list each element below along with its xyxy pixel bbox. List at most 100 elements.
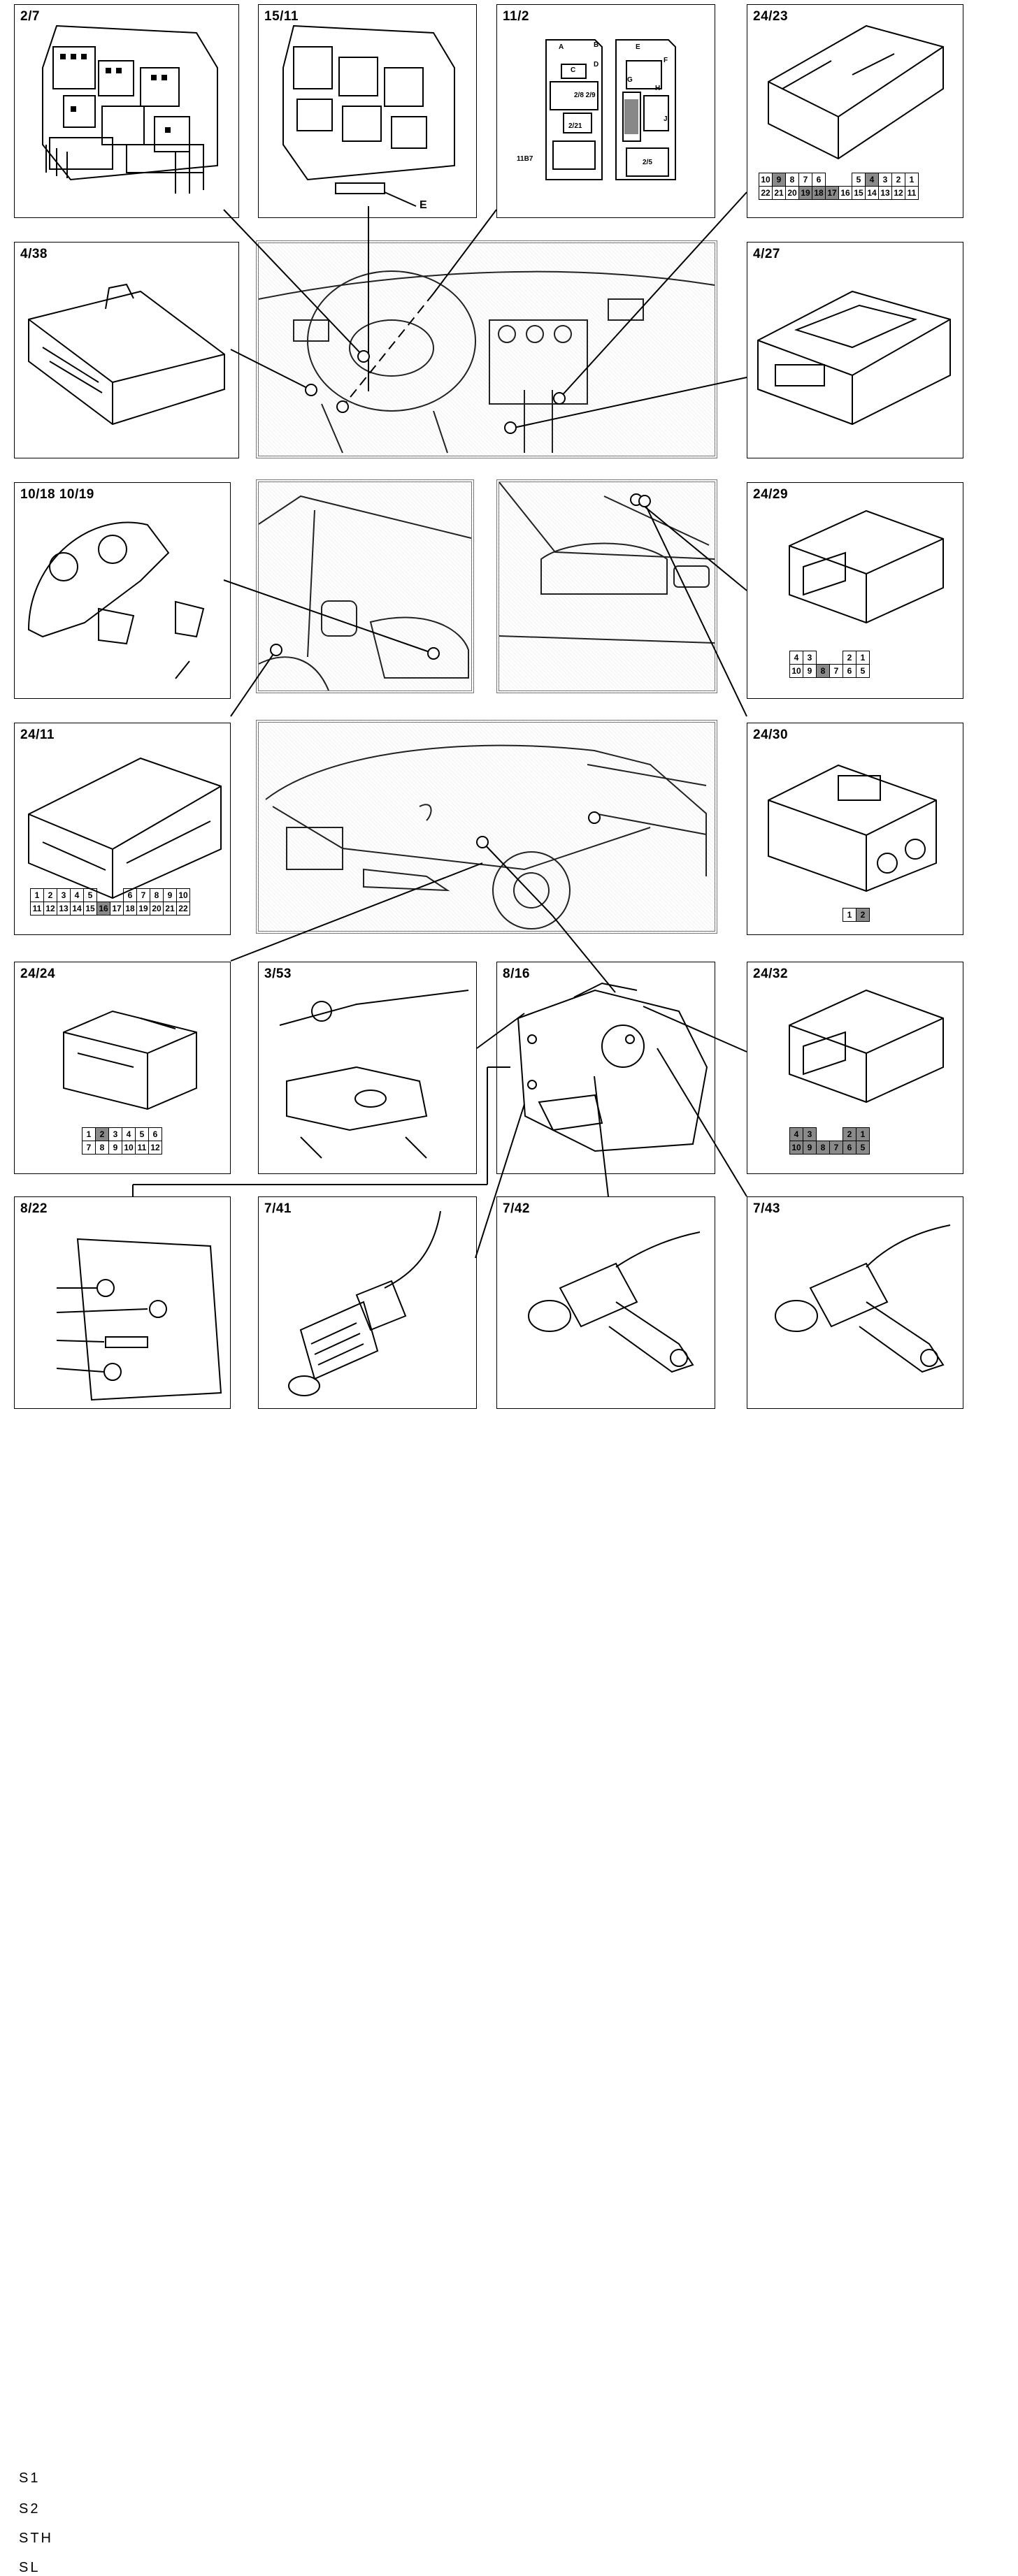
panel-8-16: 8/16 bbox=[496, 962, 715, 1174]
panel-label: 11/2 bbox=[503, 9, 529, 24]
fuse-box-drawing bbox=[545, 39, 676, 180]
pin-cell: 2 bbox=[95, 1127, 109, 1141]
fuse-label-2-21: 2/21 bbox=[568, 122, 582, 130]
solenoid-label-s2: S2 bbox=[19, 2501, 41, 2517]
connector-24-11-drawing bbox=[28, 757, 222, 899]
fuse-label-b: B bbox=[594, 41, 599, 49]
panel-11-2: 11/2 A B C D E F G H J 2/8 2/9 2/21 bbox=[496, 4, 715, 218]
pin-cell: 10 bbox=[122, 1141, 136, 1155]
fuse-label-h: H bbox=[655, 85, 661, 92]
pin-cell: 8 bbox=[816, 664, 830, 678]
solenoid-label-s1: S1 bbox=[19, 2470, 41, 2486]
pin-cell: 17 bbox=[825, 186, 839, 200]
pin-cell: 12 bbox=[148, 1141, 162, 1155]
panel-label: 10/18 10/19 bbox=[20, 487, 94, 502]
panel-label: 4/38 bbox=[20, 247, 48, 261]
fuse-label-f: F bbox=[664, 57, 668, 64]
pin-cell: 15 bbox=[83, 902, 97, 916]
pin-cell: 2 bbox=[856, 908, 870, 922]
dashboard-drawing bbox=[258, 270, 715, 454]
pin-cell: 22 bbox=[759, 186, 773, 200]
pin-cell: 9 bbox=[108, 1141, 122, 1155]
connector-24-30-drawing bbox=[768, 764, 937, 892]
pin-cell: 21 bbox=[772, 186, 786, 200]
pin-cell: 2 bbox=[843, 1127, 856, 1141]
pin-cell: 1 bbox=[905, 173, 919, 187]
panel-label: 7/43 bbox=[753, 1201, 780, 1216]
panel-7-41: 7/41 bbox=[258, 1196, 477, 1409]
pin-cell: 10 bbox=[759, 173, 773, 187]
pin-cell: 8 bbox=[95, 1141, 109, 1155]
panel-label: 24/32 bbox=[753, 967, 789, 981]
front-car-drawing bbox=[265, 744, 707, 929]
fuse-label-j: J bbox=[664, 115, 668, 123]
pin-cell: 5 bbox=[83, 888, 97, 902]
panel-label: 8/16 bbox=[503, 967, 530, 981]
panel-label: 24/23 bbox=[753, 9, 789, 24]
pin-cell: 3 bbox=[803, 1127, 817, 1141]
component-locator-sheet: 2/7 15/11 E bbox=[14, 4, 963, 2575]
panel-label: 24/29 bbox=[753, 487, 789, 502]
callout-e: E bbox=[420, 199, 427, 211]
pin-cell: 19 bbox=[136, 902, 150, 916]
pin-cell: 13 bbox=[878, 186, 892, 200]
panel-label: 2/7 bbox=[20, 9, 40, 24]
fuse-label-d: D bbox=[594, 61, 599, 68]
pin-cell: 10 bbox=[176, 888, 190, 902]
fuse-label-e: E bbox=[636, 43, 640, 51]
solenoid-label-sl: SL bbox=[19, 2560, 41, 2575]
panel-label: 24/11 bbox=[20, 728, 55, 742]
rear-quarter-drawing bbox=[258, 495, 472, 691]
central-electrical-unit-drawing bbox=[42, 24, 218, 194]
solenoid-label-sth: STH bbox=[19, 2531, 53, 2546]
pin-cell: 1 bbox=[856, 1127, 870, 1141]
panel-15-11: 15/11 E bbox=[258, 4, 477, 218]
panel-label: 7/41 bbox=[264, 1201, 292, 1216]
panel-2-7: 2/7 bbox=[14, 4, 239, 218]
panel-10-18-10-19: 10/18 10/19 bbox=[14, 482, 231, 699]
pin-cell: 6 bbox=[843, 1141, 856, 1155]
valve-body-drawing bbox=[56, 1238, 222, 1401]
fuse-label-g: G bbox=[627, 76, 633, 84]
fuse-label-a: A bbox=[559, 43, 564, 51]
fuse-label-11b7: 11B7 bbox=[517, 155, 533, 163]
pin-cell: 18 bbox=[812, 186, 826, 200]
rear-interior-drawing bbox=[499, 482, 715, 644]
panel-label: 24/30 bbox=[753, 728, 789, 742]
pin-cell: 11 bbox=[135, 1141, 149, 1155]
pin-cell: 7 bbox=[829, 1141, 843, 1155]
panel-4-38: 4/38 bbox=[14, 242, 239, 458]
dashboard-location-view bbox=[256, 240, 717, 458]
connector-24-29-drawing bbox=[789, 509, 944, 624]
pin-cell: 13 bbox=[57, 902, 71, 916]
pin-cell: 12 bbox=[891, 186, 905, 200]
pin-cell: 15 bbox=[852, 186, 866, 200]
pin-cell: 17 bbox=[110, 902, 124, 916]
panel-7-42: 7/42 bbox=[496, 1196, 715, 1409]
connector-24-24-drawing bbox=[63, 1010, 197, 1110]
fuse-label-28-29: 2/8 2/9 bbox=[574, 92, 596, 99]
fuse-label-2-5: 2/5 bbox=[643, 159, 652, 166]
pin-cell: 5 bbox=[856, 664, 870, 678]
pin-cell: 19 bbox=[798, 186, 812, 200]
rear-interior-location-view bbox=[496, 479, 717, 693]
pin-cell: 5 bbox=[856, 1141, 870, 1155]
panel-label: 7/42 bbox=[503, 1201, 530, 1216]
panel-4-27: 4/27 bbox=[747, 242, 963, 458]
transmission-drawing bbox=[517, 982, 708, 1152]
